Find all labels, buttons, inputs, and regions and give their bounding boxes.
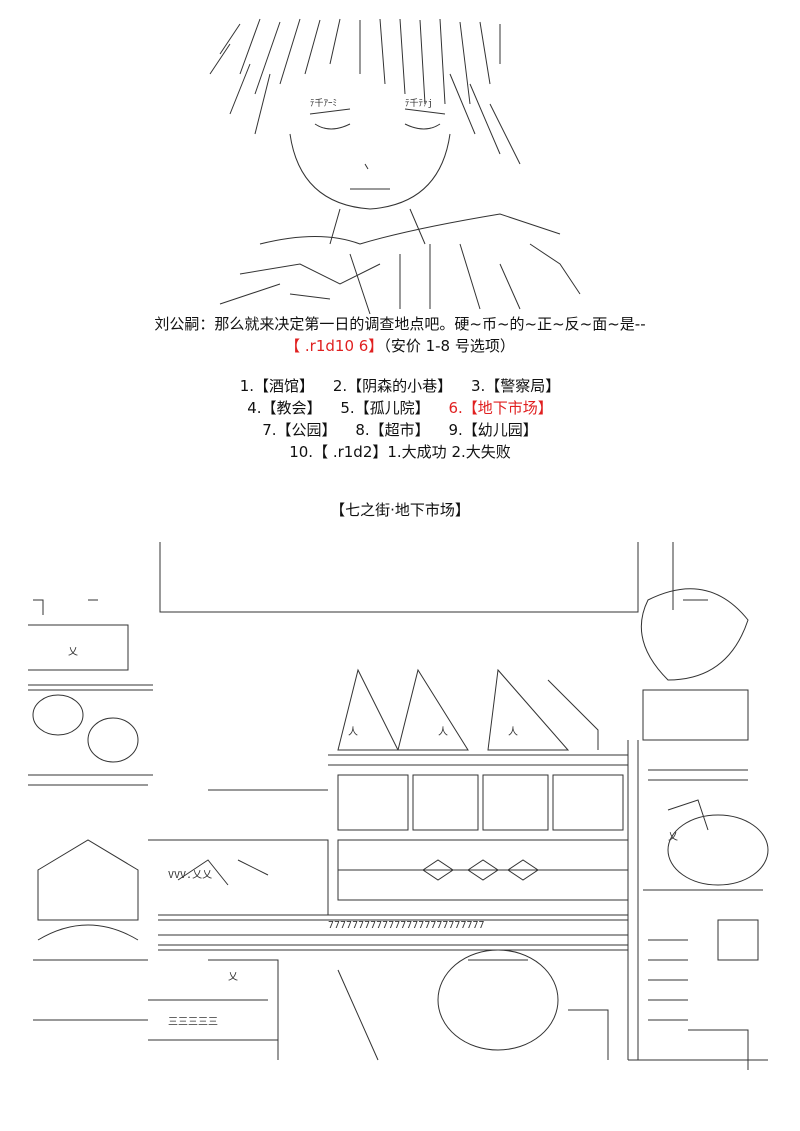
svg-text:ﾃ千ｱｰﾐ: ﾃ千ｱｰﾐ xyxy=(310,98,337,109)
option-6-selected: 6.【地下市场】 xyxy=(448,399,553,417)
character-ascii-art: ﾃ千ｱｰﾐ ﾃ千ﾃｧj xyxy=(209,18,581,314)
options-row-1: 1.【酒馆】 2.【阴森的小巷】 3.【警察局】 xyxy=(0,376,800,396)
svg-text:乂: 乂 xyxy=(68,647,78,658)
svg-text:人: 人 xyxy=(508,726,518,738)
option-9: 9.【幼儿园】 xyxy=(448,421,538,439)
option-4: 4.【教会】 xyxy=(247,399,322,417)
svg-text:人: 人 xyxy=(348,726,358,738)
market-ascii-art: VVV.乂乂 乂 77777777777777777777777777 三三三三… xyxy=(28,542,769,1070)
options-row-3: 7.【公园】 8.【超市】 9.【幼儿园】 xyxy=(0,420,800,440)
option-5: 5.【孤儿院】 xyxy=(340,399,430,417)
option-7: 7.【公园】 xyxy=(262,421,337,439)
options-row-2: 4.【教会】 5.【孤儿院】 6.【地下市场】 xyxy=(0,398,800,418)
option-8: 8.【超市】 xyxy=(355,421,430,439)
svg-text:乂: 乂 xyxy=(228,972,238,983)
svg-text:ﾃ千ﾃｧj: ﾃ千ﾃｧj xyxy=(405,98,433,109)
svg-text:VVV.乂乂: VVV.乂乂 xyxy=(168,870,212,881)
dialogue-text: ：那么就来决定第一日的调查地点吧。硬~币~的~正~反~面~是-- xyxy=(199,315,646,333)
dialogue-line: 刘公嗣：那么就来决定第一日的调查地点吧。硬~币~的~正~反~面~是-- xyxy=(0,314,800,334)
option-10: 10.【 .r1d2】1.大成功 2.大失败 xyxy=(289,443,511,461)
roll-note: （安价 1-8 号选项） xyxy=(383,337,515,355)
speaker-name: 刘公嗣 xyxy=(154,315,200,333)
option-1: 1.【酒馆】 xyxy=(239,377,315,395)
scene-title: 【七之街·地下市场】 xyxy=(330,501,470,519)
option-3: 3.【警察局】 xyxy=(470,377,561,395)
svg-text:人: 人 xyxy=(438,726,448,738)
option-2: 2.【阴森的小巷】 xyxy=(332,377,453,395)
options-row-4: 10.【 .r1d2】1.大成功 2.大失败 xyxy=(0,442,800,462)
svg-text:三三三三三: 三三三三三 xyxy=(168,1017,218,1028)
svg-text:乂: 乂 xyxy=(668,832,678,843)
roll-code: 【 .r1d10 6】 xyxy=(285,337,384,355)
svg-text:77777777777777777777777777: 77777777777777777777777777 xyxy=(328,920,485,931)
roll-line: 【 .r1d10 6】（安价 1-8 号选项） xyxy=(0,336,800,356)
